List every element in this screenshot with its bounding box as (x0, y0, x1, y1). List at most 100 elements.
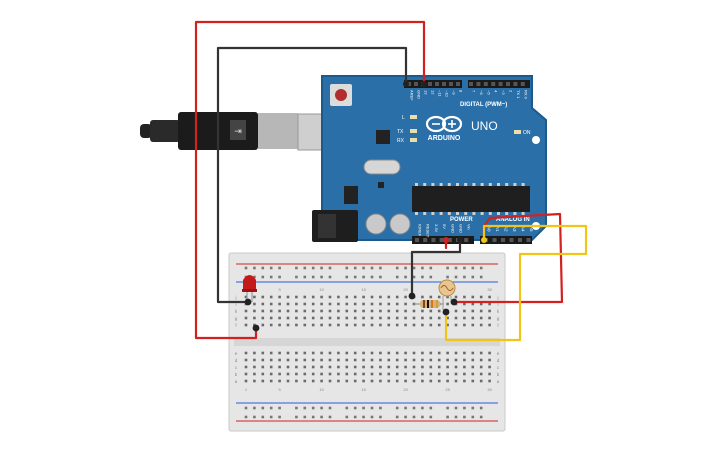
breadboard-hole[interactable] (379, 295, 382, 299)
breadboard-hole[interactable] (463, 266, 466, 270)
breadboard-hole[interactable] (353, 309, 357, 313)
breadboard-hole[interactable] (345, 316, 349, 320)
header-socket[interactable] (428, 82, 432, 86)
breadboard-hole[interactable] (345, 379, 349, 383)
breadboard-hole[interactable] (370, 295, 374, 299)
breadboard-hole[interactable] (446, 415, 449, 419)
breadboard-hole[interactable] (311, 316, 315, 320)
breadboard-hole[interactable] (421, 372, 424, 376)
header-socket[interactable] (414, 82, 418, 86)
breadboard-hole[interactable] (463, 275, 466, 279)
breadboard-hole[interactable] (269, 316, 273, 320)
wire-endpoint[interactable] (443, 237, 449, 243)
breadboard-hole[interactable] (488, 316, 491, 320)
header-socket[interactable] (492, 238, 497, 242)
breadboard-hole[interactable] (328, 302, 332, 306)
breadboard-hole[interactable] (395, 316, 399, 320)
breadboard-hole[interactable] (362, 266, 365, 270)
breadboard-hole[interactable] (345, 415, 349, 419)
breadboard-hole[interactable] (446, 358, 449, 362)
header-socket[interactable] (483, 82, 488, 86)
breadboard-hole[interactable] (463, 309, 466, 313)
breadboard-hole[interactable] (261, 351, 265, 355)
breadboard-hole[interactable] (328, 316, 332, 320)
breadboard-hole[interactable] (244, 323, 248, 327)
breadboard-hole[interactable] (278, 302, 281, 306)
wire-endpoint[interactable] (252, 324, 260, 332)
breadboard-hole[interactable] (311, 365, 315, 369)
breadboard-hole[interactable] (463, 406, 466, 410)
breadboard-hole[interactable] (387, 295, 391, 299)
breadboard-hole[interactable] (303, 406, 307, 410)
breadboard-hole[interactable] (446, 406, 449, 410)
breadboard-hole[interactable] (404, 302, 407, 306)
breadboard-hole[interactable] (454, 309, 458, 313)
breadboard-hole[interactable] (479, 295, 483, 299)
breadboard-hole[interactable] (412, 323, 416, 327)
breadboard-hole[interactable] (303, 358, 307, 362)
breadboard-hole[interactable] (471, 379, 475, 383)
breadboard-hole[interactable] (261, 323, 265, 327)
breadboard-hole[interactable] (412, 316, 416, 320)
breadboard-hole[interactable] (379, 323, 382, 327)
header-socket[interactable] (442, 82, 446, 86)
breadboard-hole[interactable] (395, 406, 399, 410)
breadboard-hole[interactable] (345, 266, 349, 270)
breadboard-hole[interactable] (395, 302, 399, 306)
breadboard-hole[interactable] (286, 358, 290, 362)
breadboard-hole[interactable] (253, 358, 256, 362)
breadboard-hole[interactable] (387, 316, 391, 320)
breadboard-hole[interactable] (446, 302, 449, 306)
breadboard-hole[interactable] (295, 372, 298, 376)
breadboard-hole[interactable] (395, 275, 399, 279)
breadboard-hole[interactable] (479, 415, 483, 419)
breadboard-hole[interactable] (261, 365, 265, 369)
breadboard-hole[interactable] (379, 309, 382, 313)
breadboard-hole[interactable] (412, 406, 416, 410)
breadboard-hole[interactable] (320, 323, 323, 327)
breadboard-hole[interactable] (471, 309, 475, 313)
breadboard-hole[interactable] (311, 302, 315, 306)
breadboard-hole[interactable] (278, 323, 281, 327)
breadboard-hole[interactable] (353, 372, 357, 376)
header-socket[interactable] (518, 238, 522, 242)
breadboard-hole[interactable] (488, 379, 491, 383)
breadboard-hole[interactable] (370, 323, 374, 327)
breadboard-hole[interactable] (295, 316, 298, 320)
breadboard-hole[interactable] (362, 415, 365, 419)
breadboard-hole[interactable] (454, 275, 458, 279)
breadboard-hole[interactable] (362, 302, 365, 306)
breadboard-hole[interactable] (261, 295, 265, 299)
breadboard-hole[interactable] (395, 351, 399, 355)
breadboard-hole[interactable] (328, 275, 332, 279)
breadboard-hole[interactable] (303, 372, 307, 376)
breadboard-hole[interactable] (454, 295, 458, 299)
breadboard-hole[interactable] (253, 275, 256, 279)
breadboard-hole[interactable] (269, 295, 273, 299)
breadboard-hole[interactable] (370, 309, 374, 313)
breadboard-hole[interactable] (479, 316, 483, 320)
breadboard-hole[interactable] (244, 316, 248, 320)
breadboard-hole[interactable] (320, 365, 323, 369)
breadboard-hole[interactable] (345, 372, 349, 376)
breadboard-hole[interactable] (311, 309, 315, 313)
breadboard-hole[interactable] (404, 372, 407, 376)
breadboard-hole[interactable] (269, 358, 273, 362)
breadboard-hole[interactable] (404, 351, 407, 355)
breadboard-hole[interactable] (353, 415, 357, 419)
breadboard-hole[interactable] (253, 295, 256, 299)
breadboard-hole[interactable] (295, 358, 298, 362)
breadboard-hole[interactable] (286, 302, 290, 306)
breadboard-hole[interactable] (261, 302, 265, 306)
breadboard-hole[interactable] (353, 358, 357, 362)
breadboard-hole[interactable] (295, 266, 298, 270)
breadboard-hole[interactable] (429, 372, 433, 376)
header-socket[interactable] (509, 238, 514, 242)
breadboard-hole[interactable] (303, 379, 307, 383)
breadboard-hole[interactable] (387, 302, 391, 306)
breadboard-hole[interactable] (253, 302, 256, 306)
breadboard-hole[interactable] (328, 365, 332, 369)
breadboard-hole[interactable] (328, 351, 332, 355)
breadboard-hole[interactable] (269, 351, 273, 355)
breadboard-hole[interactable] (253, 365, 256, 369)
